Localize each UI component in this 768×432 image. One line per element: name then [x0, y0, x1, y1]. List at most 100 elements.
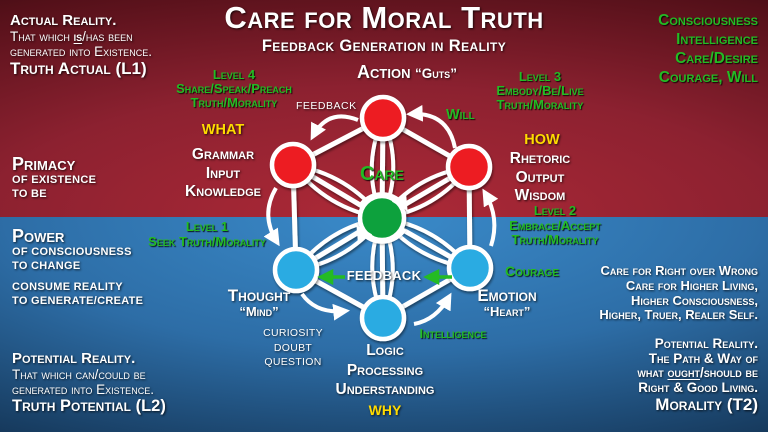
grammar-line3: Knowledge — [185, 183, 261, 200]
morality-line4: Right & Good Living. — [638, 379, 758, 395]
will-label: Will — [446, 107, 475, 123]
feedback-center-label: FEEDBACK — [346, 268, 422, 283]
emotion-node — [446, 244, 494, 292]
how-label: HOW — [524, 132, 560, 148]
faculty-intelligence: Intelligence — [676, 31, 758, 48]
intelligence-label: Intelligence — [419, 326, 487, 341]
level4-block: Level 4 Share/Speak/Preach Truth/Moralit… — [154, 68, 314, 110]
primacy-block: Primacy OF EXISTENCE TO BE — [12, 155, 96, 201]
right-mid-line2: Care for Higher Living, — [625, 277, 758, 293]
what-label: WHAT — [201, 122, 245, 138]
morality-label: Morality (T2) — [655, 395, 758, 415]
level1-line2: Seek Truth/Morality — [148, 233, 266, 249]
level4-line2: Share/Speak/Preach — [176, 81, 292, 96]
morality-line3: what ought/should be — [637, 365, 758, 381]
emotion-label-text: Emotion — [477, 286, 537, 305]
primacy-line2: TO BE — [12, 187, 47, 200]
primacy-line1: OF EXISTENCE — [12, 174, 97, 186]
line3-pre: what — [637, 365, 668, 381]
care-cycle-arc-top — [357, 192, 408, 212]
level3-line2: Embody/Be/Live — [496, 83, 584, 98]
level2-block: Level 2 Embrace/Accept Truth/Morality — [480, 203, 630, 248]
grammar-node — [269, 141, 317, 189]
power-line1: OF CONSCIOUSNESS — [12, 246, 132, 258]
actual-reality-line2: That which is/has been — [10, 29, 152, 44]
power-heading: Power — [12, 226, 65, 246]
arrow-logic-to-emotion — [413, 292, 452, 326]
consume-line1: CONSUME REALITY — [12, 281, 123, 293]
logic-node — [359, 294, 407, 342]
line2-post: /has been — [82, 29, 133, 44]
faculty-consciousness: Consciousness — [658, 12, 758, 29]
consume-line2: TO GENERATE/CREATE — [12, 294, 144, 307]
note-doubt: DOUBT — [273, 341, 313, 354]
thought-notes: CURIOSITY DOUBT QUESTION — [251, 326, 335, 370]
page-title: Care for Moral Truth — [224, 0, 544, 35]
action-label-text: Action — [357, 62, 411, 82]
cycle-arrows — [263, 104, 499, 326]
line2-underlined-is: is — [73, 29, 83, 44]
emotion-node-label: Emotion “Heart” — [446, 287, 568, 319]
rhetoric-line1: Rhetoric — [509, 150, 571, 167]
grammar-line1: Grammar — [191, 146, 255, 163]
faculties-list: Consciousness Intelligence Care/Desire C… — [658, 11, 758, 87]
care-for-right-block: Care for Right over Wrong Care for Highe… — [599, 263, 759, 323]
care-cycle-arc-bottom — [356, 224, 407, 244]
title-block: Care for Moral Truth Feedback Generation… — [0, 0, 768, 56]
grammar-line2: Input — [205, 164, 241, 182]
grammar-node-label: Grammar Input Knowledge — [163, 146, 283, 202]
rhetoric-line3: Wisdom — [514, 187, 566, 204]
level2-line2: Embrace/Accept — [509, 217, 601, 233]
faculty-care-desire: Care/Desire — [675, 50, 758, 67]
faculty-courage-will: Courage, Will — [658, 69, 758, 86]
primacy-heading: Primacy — [12, 154, 76, 174]
level3-block: Level 3 Embody/Be/Live Truth/Morality — [460, 70, 620, 112]
morality-note: Potential Reality. The Path & Way of wha… — [637, 336, 758, 415]
logic-line2: Processing — [346, 361, 424, 379]
arrow-emotion-to-rhetoric — [482, 188, 499, 247]
line3-underlined-ought: ought — [667, 365, 700, 381]
thought-sub-label: “Mind” — [239, 304, 279, 319]
line3-post: /should be — [699, 365, 758, 381]
level1-block: Level 1 Seek Truth/Morality — [133, 219, 281, 249]
arrow-thought-to-logic — [300, 292, 351, 321]
arrow-grammar-to-thought — [263, 186, 280, 247]
logic-node-label: Logic Processing Understanding WHY — [303, 341, 467, 420]
right-mid-line4: Higher, Truer, Realer Self. — [599, 307, 758, 323]
truth-actual-label: Truth Actual (L1) — [10, 59, 147, 78]
action-node — [359, 94, 407, 142]
power-line2: TO CHANGE — [12, 259, 81, 272]
consume-block: CONSUME REALITY TO GENERATE/CREATE — [12, 281, 143, 308]
level4-title: Level 4 — [212, 67, 256, 82]
potential-reality-heading: Potential Reality. — [12, 350, 136, 367]
rhetoric-line2: Output — [515, 168, 565, 186]
morality-line2: The Path & Way of — [648, 350, 758, 366]
potential-reality-line3: generated into Existence. — [12, 382, 154, 398]
rhetoric-node-label: Rhetoric Output Wisdom — [480, 150, 600, 206]
level3-title: Level 3 — [518, 69, 562, 84]
thought-label-text: Thought — [227, 286, 291, 305]
thought-node — [272, 246, 320, 294]
care-node — [357, 193, 407, 243]
line2-pre: That which — [10, 29, 74, 44]
arrow-rhetoric-to-action — [405, 104, 457, 149]
arrow-action-to-grammar — [310, 114, 359, 141]
right-mid-line3: Higher Consciousness, — [630, 292, 758, 308]
potential-reality-line2: That which can/could be — [12, 367, 146, 382]
actual-reality-note: Actual Reality. That which is/has been g… — [10, 13, 152, 78]
action-node-label: Action “Guts” — [327, 62, 487, 83]
level1-title: Level 1 — [185, 219, 229, 234]
emotion-sub-label: “Heart” — [483, 304, 531, 319]
note-curiosity: CURIOSITY — [263, 327, 323, 339]
truth-potential-label: Truth Potential (L2) — [12, 397, 166, 416]
logic-line1: Logic — [366, 342, 404, 359]
right-mid-line1: Care for Right over Wrong — [600, 263, 759, 278]
potential-reality-note: Potential Reality. That which can/could … — [12, 351, 166, 416]
note-question: QUESTION — [264, 356, 322, 368]
logic-line3: Understanding — [335, 381, 435, 398]
morality-heading: Potential Reality. — [654, 336, 758, 351]
level2-title: Level 2 — [533, 203, 577, 218]
feedback-top-label: FEEDBACK — [296, 100, 357, 112]
